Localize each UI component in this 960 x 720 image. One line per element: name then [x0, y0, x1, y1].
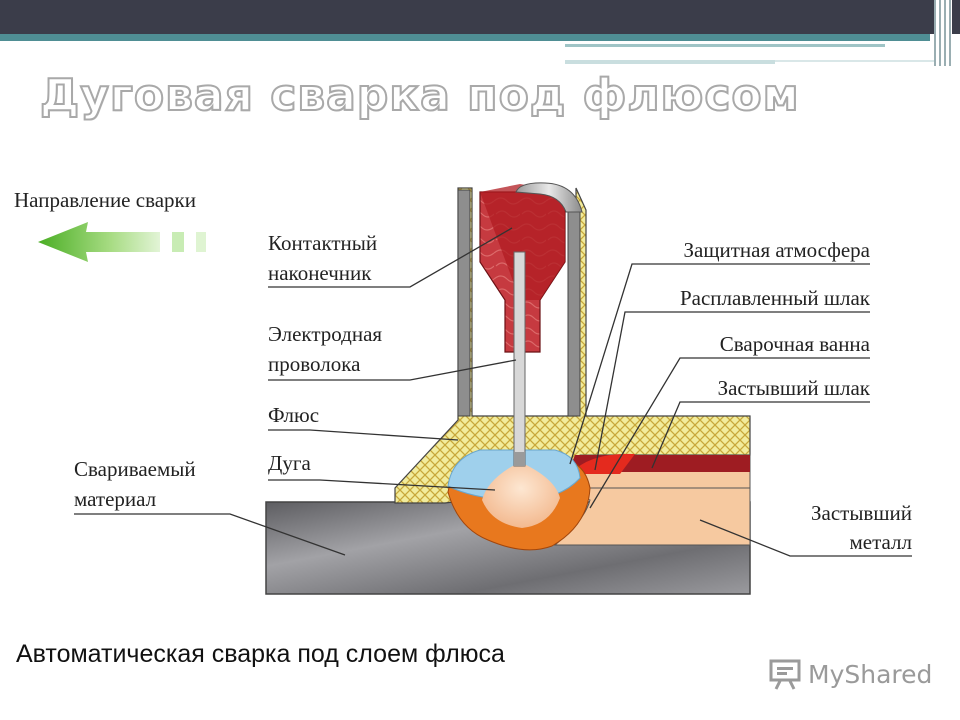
label-base-material-2: материал: [74, 487, 156, 511]
nozzle-cap: [515, 182, 583, 213]
accent-line-faint-2: [775, 60, 945, 62]
slide-title: Дуговая сварка под флюсом: [39, 69, 800, 122]
accent-line: [0, 34, 930, 41]
decorative-stripes: [934, 0, 952, 66]
arc-glow: [482, 462, 560, 528]
label-solid-metal-1: Застывший: [811, 501, 912, 525]
label-base-material-1: Свариваемый: [74, 457, 196, 481]
leader-lines-right: [569, 263, 912, 557]
logo-text: MyShared: [808, 659, 933, 689]
contact-tip-top: [480, 184, 565, 300]
label-contact-tip-1: Контактный: [268, 231, 377, 255]
label-solid-metal-2: металл: [849, 530, 912, 554]
label-molten-slag: Расплавленный шлак: [680, 286, 871, 310]
direction-label: Направление сварки: [14, 188, 196, 212]
presentation-board-icon: [769, 659, 801, 690]
label-electrode-wire-2: проволока: [268, 352, 361, 376]
nozzle-wall-right: [567, 207, 581, 417]
label-flux: Флюс: [268, 403, 319, 427]
arrow-left-icon: [38, 222, 206, 262]
label-weld-pool: Сварочная ванна: [720, 332, 871, 356]
top-bar: [0, 0, 960, 34]
label-shielding-atmosphere: Защитная атмосфера: [684, 238, 871, 262]
accent-line-thin: [565, 44, 885, 47]
label-solid-slag: Застывший шлак: [718, 376, 871, 400]
nozzle-wall-left: [457, 189, 471, 417]
label-contact-tip-2: наконечник: [268, 261, 372, 285]
welding-diagram: Направление сварки Контактный наконечник…: [14, 182, 912, 595]
leader-lines-left: [74, 227, 517, 556]
label-electrode-wire-1: Электродная: [268, 322, 382, 346]
label-arc: Дуга: [268, 451, 311, 475]
slide-caption: Автоматическая сварка под слоем флюса: [16, 640, 505, 668]
myshared-logo[interactable]: MyShared: [768, 656, 932, 692]
electrode-wire: [513, 251, 526, 467]
electrode-tip: [514, 452, 525, 466]
accent-line-faint: [565, 60, 775, 64]
